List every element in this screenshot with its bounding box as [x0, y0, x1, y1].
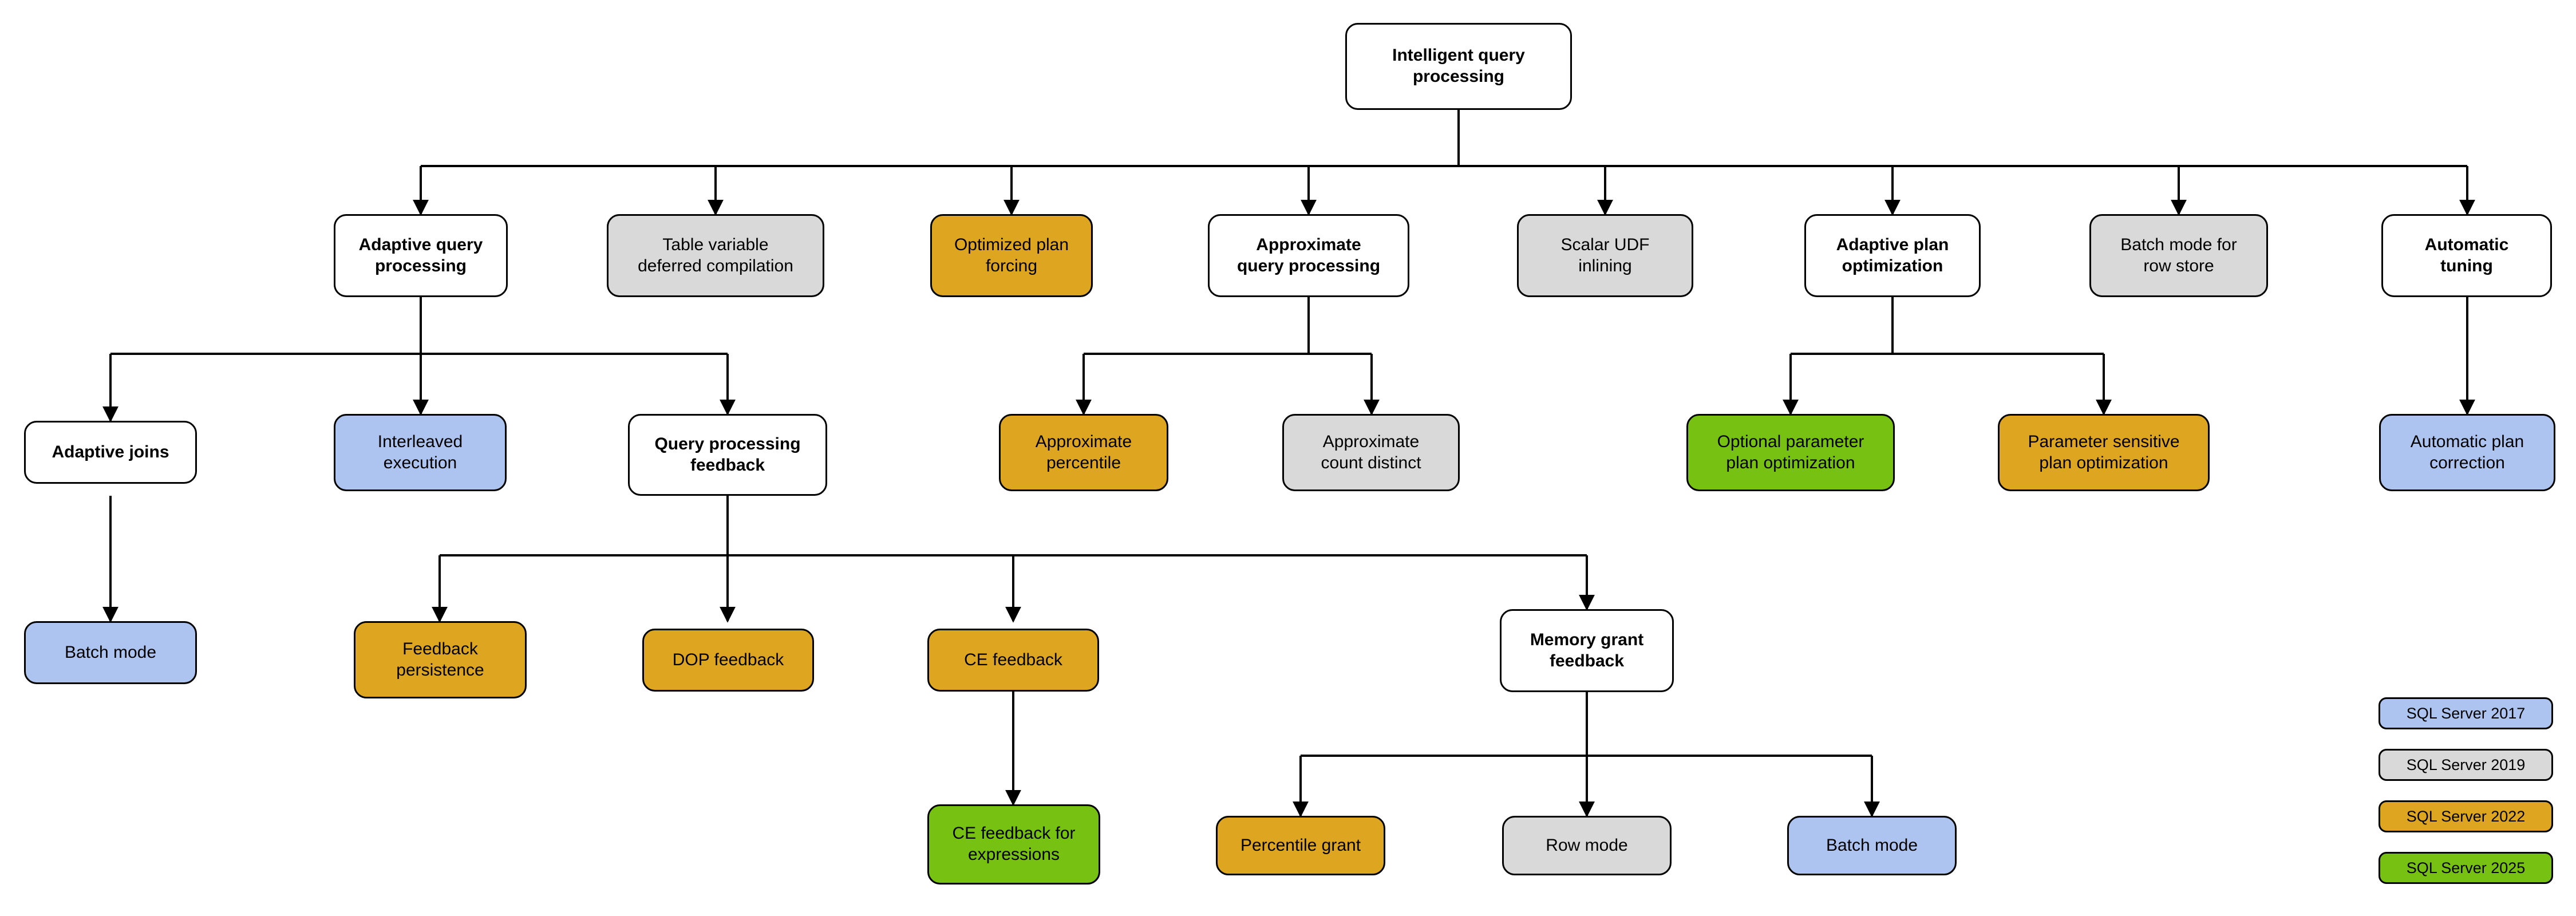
legend-item-label: SQL Server 2017 [2406, 704, 2526, 722]
legend-item-label: SQL Server 2022 [2406, 807, 2526, 825]
node-feedback-persistence[interactable]: Feedback persistence [354, 621, 527, 698]
node-label: Scalar UDF inlining [1560, 235, 1650, 275]
node-row-mode[interactable]: Row mode [1502, 816, 1672, 875]
legend-item-sql-server-2025[interactable]: SQL Server 2025 [2379, 852, 2553, 884]
node-automatic-plan-correction[interactable]: Automatic plan correction [2379, 414, 2555, 491]
node-label: CE feedback for expressions [952, 824, 1076, 864]
node-label: CE feedback [964, 650, 1062, 669]
node-label: Batch mode for row store [2120, 235, 2237, 275]
node-label: Intelligent query processing [1392, 46, 1525, 86]
node-label: Batch mode [64, 642, 157, 662]
node-query-processing-feedback[interactable]: Query processing feedback [628, 414, 827, 496]
node-ce-feedback[interactable]: CE feedback [927, 629, 1099, 692]
node-label: Automatic plan correction [2410, 432, 2524, 472]
node-label: Memory grant feedback [1530, 630, 1644, 670]
node-label: Interleaved execution [377, 432, 463, 472]
node-percentile-grant[interactable]: Percentile grant [1216, 816, 1385, 875]
node-adaptive-joins[interactable]: Adaptive joins [24, 421, 197, 484]
node-label: Optional parameter plan optimization [1717, 432, 1864, 472]
node-approximate-percentile[interactable]: Approximate percentile [999, 414, 1168, 491]
legend-item-sql-server-2022[interactable]: SQL Server 2022 [2379, 800, 2553, 832]
node-memory-grant-feedback[interactable]: Memory grant feedback [1500, 609, 1674, 692]
node-label: Approximate query processing [1236, 235, 1381, 275]
node-label: Automatic tuning [2424, 235, 2509, 275]
node-automatic-tuning[interactable]: Automatic tuning [2381, 214, 2552, 297]
legend: SQL Server 2017 SQL Server 2019 SQL Serv… [2379, 697, 2562, 892]
node-optional-parameter-plan-optimization[interactable]: Optional parameter plan optimization [1686, 414, 1895, 491]
node-label: Adaptive plan optimization [1836, 235, 1949, 275]
node-parameter-sensitive-plan-optimization[interactable]: Parameter sensitive plan optimization [1998, 414, 2210, 491]
legend-item-label: SQL Server 2025 [2406, 859, 2526, 876]
node-label: DOP feedback [672, 650, 784, 669]
node-label: Row mode [1546, 835, 1628, 855]
node-interleaved-execution[interactable]: Interleaved execution [334, 414, 507, 491]
node-label: Adaptive joins [52, 442, 169, 461]
node-label: Percentile grant [1240, 835, 1361, 855]
node-batch-mode-memory-grant[interactable]: Batch mode [1787, 816, 1957, 875]
node-dop-feedback[interactable]: DOP feedback [642, 629, 814, 692]
node-optimized-plan-forcing[interactable]: Optimized plan forcing [930, 214, 1093, 297]
node-label: Table variable deferred compilation [638, 235, 793, 275]
node-label: Feedback persistence [396, 639, 484, 680]
node-approximate-count-distinct[interactable]: Approximate count distinct [1282, 414, 1460, 491]
legend-item-sql-server-2017[interactable]: SQL Server 2017 [2379, 697, 2553, 729]
node-approximate-query-processing[interactable]: Approximate query processing [1208, 214, 1409, 297]
node-label: Adaptive query processing [358, 235, 483, 275]
node-batch-mode-adaptive-joins[interactable]: Batch mode [24, 621, 197, 684]
node-label: Optimized plan forcing [954, 235, 1069, 275]
node-label: Query processing feedback [654, 434, 801, 475]
node-scalar-udf-inlining[interactable]: Scalar UDF inlining [1517, 214, 1693, 297]
legend-item-sql-server-2019[interactable]: SQL Server 2019 [2379, 749, 2553, 781]
node-label: Parameter sensitive plan optimization [2028, 432, 2180, 472]
node-batch-mode-for-row-store[interactable]: Batch mode for row store [2089, 214, 2268, 297]
node-label: Approximate count distinct [1321, 432, 1421, 472]
legend-item-label: SQL Server 2019 [2406, 756, 2526, 773]
node-table-variable-deferred-compilation[interactable]: Table variable deferred compilation [607, 214, 824, 297]
node-intelligent-query-processing[interactable]: Intelligent query processing [1345, 23, 1572, 110]
node-ce-feedback-for-expressions[interactable]: CE feedback for expressions [927, 804, 1100, 885]
node-label: Batch mode [1826, 835, 1918, 855]
node-label: Approximate percentile [1035, 432, 1132, 472]
node-adaptive-query-processing[interactable]: Adaptive query processing [334, 214, 508, 297]
node-adaptive-plan-optimization[interactable]: Adaptive plan optimization [1804, 214, 1981, 297]
